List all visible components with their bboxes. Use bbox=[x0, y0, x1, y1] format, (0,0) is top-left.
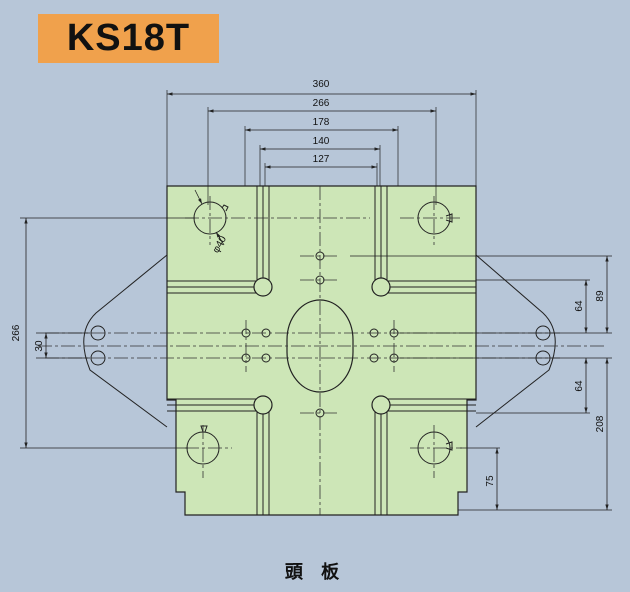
t-slot-ends bbox=[253, 277, 391, 415]
dim-width-178: 178 bbox=[313, 117, 330, 128]
right-lug bbox=[475, 254, 556, 428]
dim-64-bottom: 64 bbox=[574, 380, 585, 392]
dim-offset-30: 30 bbox=[34, 340, 45, 352]
dim-89: 89 bbox=[595, 290, 606, 302]
dimension-lines bbox=[24, 92, 609, 510]
dim-208: 208 bbox=[595, 415, 606, 432]
left-lug bbox=[83, 254, 168, 428]
dim-width-360: 360 bbox=[313, 79, 330, 90]
dim-width-127: 127 bbox=[313, 154, 330, 165]
dim-height-266: 266 bbox=[11, 324, 22, 341]
center-lines bbox=[38, 186, 605, 515]
drawing-caption: 頭 板 bbox=[284, 562, 346, 583]
model-badge: KS18T bbox=[38, 14, 219, 63]
dim-64-top: 64 bbox=[574, 300, 585, 312]
dim-width-140: 140 bbox=[313, 136, 330, 147]
dim-width-266: 266 bbox=[313, 98, 330, 109]
dim-75: 75 bbox=[485, 475, 496, 487]
platen-plate bbox=[166, 185, 477, 516]
t-slots bbox=[167, 186, 476, 515]
model-title: KS18T bbox=[66, 17, 191, 59]
